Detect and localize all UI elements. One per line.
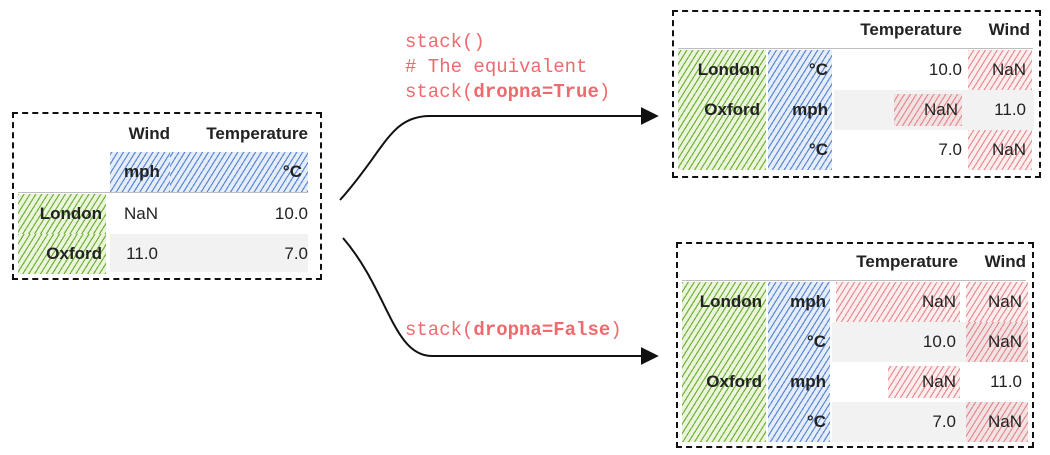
cell-temperature: 10.0 bbox=[922, 332, 956, 351]
cell-oxford-temperature: 7.0 bbox=[284, 244, 308, 263]
code-line-dropna-true: stack(dropna=True) bbox=[405, 81, 611, 103]
cell-temperature-nan: NaN bbox=[894, 94, 962, 126]
unit-header-celsius: °C bbox=[170, 152, 308, 192]
row-index-outer: Oxford bbox=[706, 372, 762, 391]
source-dataframe: Wind Temperature mph °C London NaN 10.0 … bbox=[12, 112, 322, 280]
header-divider bbox=[678, 48, 1033, 49]
row-index-oxford: Oxford bbox=[18, 234, 106, 274]
row-index-outer: London bbox=[699, 292, 762, 311]
row-index-london: London bbox=[18, 194, 106, 234]
header-divider bbox=[682, 280, 1026, 281]
row-index-inner: °C bbox=[806, 332, 826, 351]
column-header-wind: Wind bbox=[984, 252, 1026, 271]
row-index-inner: mph bbox=[792, 100, 828, 119]
row-index-inner: mph bbox=[790, 292, 826, 311]
label-dropna-true: stack() # The equivalent stack(dropna=Tr… bbox=[405, 30, 610, 105]
cell-london-wind: NaN bbox=[123, 204, 158, 223]
outer-index-column bbox=[678, 50, 766, 170]
cell-temperature-nan: NaN bbox=[836, 282, 960, 322]
cell-london-temperature: 10.0 bbox=[274, 204, 308, 223]
cell-temperature: 7.0 bbox=[932, 412, 956, 431]
inner-index-column bbox=[768, 282, 830, 442]
code-line-stack: stack() bbox=[405, 31, 485, 53]
cell-oxford-wind: 11.0 bbox=[126, 244, 158, 263]
column-header-wind: Wind bbox=[128, 124, 170, 143]
column-header-temperature: Temperature bbox=[206, 124, 308, 143]
row-index-outer: London bbox=[697, 60, 760, 79]
arrow-dropna-true bbox=[339, 107, 659, 201]
result-dropna-true: Temperature Wind London °C 10.0 NaN Oxfo… bbox=[672, 10, 1041, 178]
row-index-outer: Oxford bbox=[704, 100, 760, 119]
column-header-wind: Wind bbox=[988, 20, 1030, 39]
cell-temperature-nan: NaN bbox=[888, 366, 960, 398]
inner-index-column bbox=[768, 50, 832, 170]
column-header-temperature: Temperature bbox=[856, 252, 958, 271]
label-dropna-false: stack(dropna=False) bbox=[405, 319, 622, 341]
result-dropna-false: Temperature Wind London mph NaN NaN °C 1… bbox=[676, 242, 1034, 448]
cell-wind: 11.0 bbox=[994, 100, 1026, 119]
cell-wind-nan: NaN bbox=[966, 402, 1028, 442]
row-index-inner: °C bbox=[806, 412, 826, 431]
cell-wind: 11.0 bbox=[990, 372, 1022, 391]
cell-wind-nan: NaN bbox=[966, 322, 1028, 362]
cell-temperature: 10.0 bbox=[928, 60, 962, 79]
row-index-inner: mph bbox=[790, 372, 826, 391]
outer-index-column bbox=[682, 282, 766, 442]
column-header-temperature: Temperature bbox=[860, 20, 962, 39]
cell-temperature: 7.0 bbox=[938, 140, 962, 159]
header-divider bbox=[18, 192, 308, 193]
row-index-inner: °C bbox=[808, 60, 828, 79]
cell-wind-nan: NaN bbox=[966, 282, 1028, 322]
row-index-inner: °C bbox=[808, 140, 828, 159]
zebra-stripe bbox=[110, 234, 308, 272]
code-line-comment: # The equivalent bbox=[405, 56, 588, 78]
cell-wind-nan: NaN bbox=[968, 50, 1032, 90]
unit-header-mph: mph bbox=[110, 152, 170, 192]
cell-wind-nan: NaN bbox=[968, 130, 1032, 170]
arrow-dropna-false bbox=[342, 237, 659, 365]
